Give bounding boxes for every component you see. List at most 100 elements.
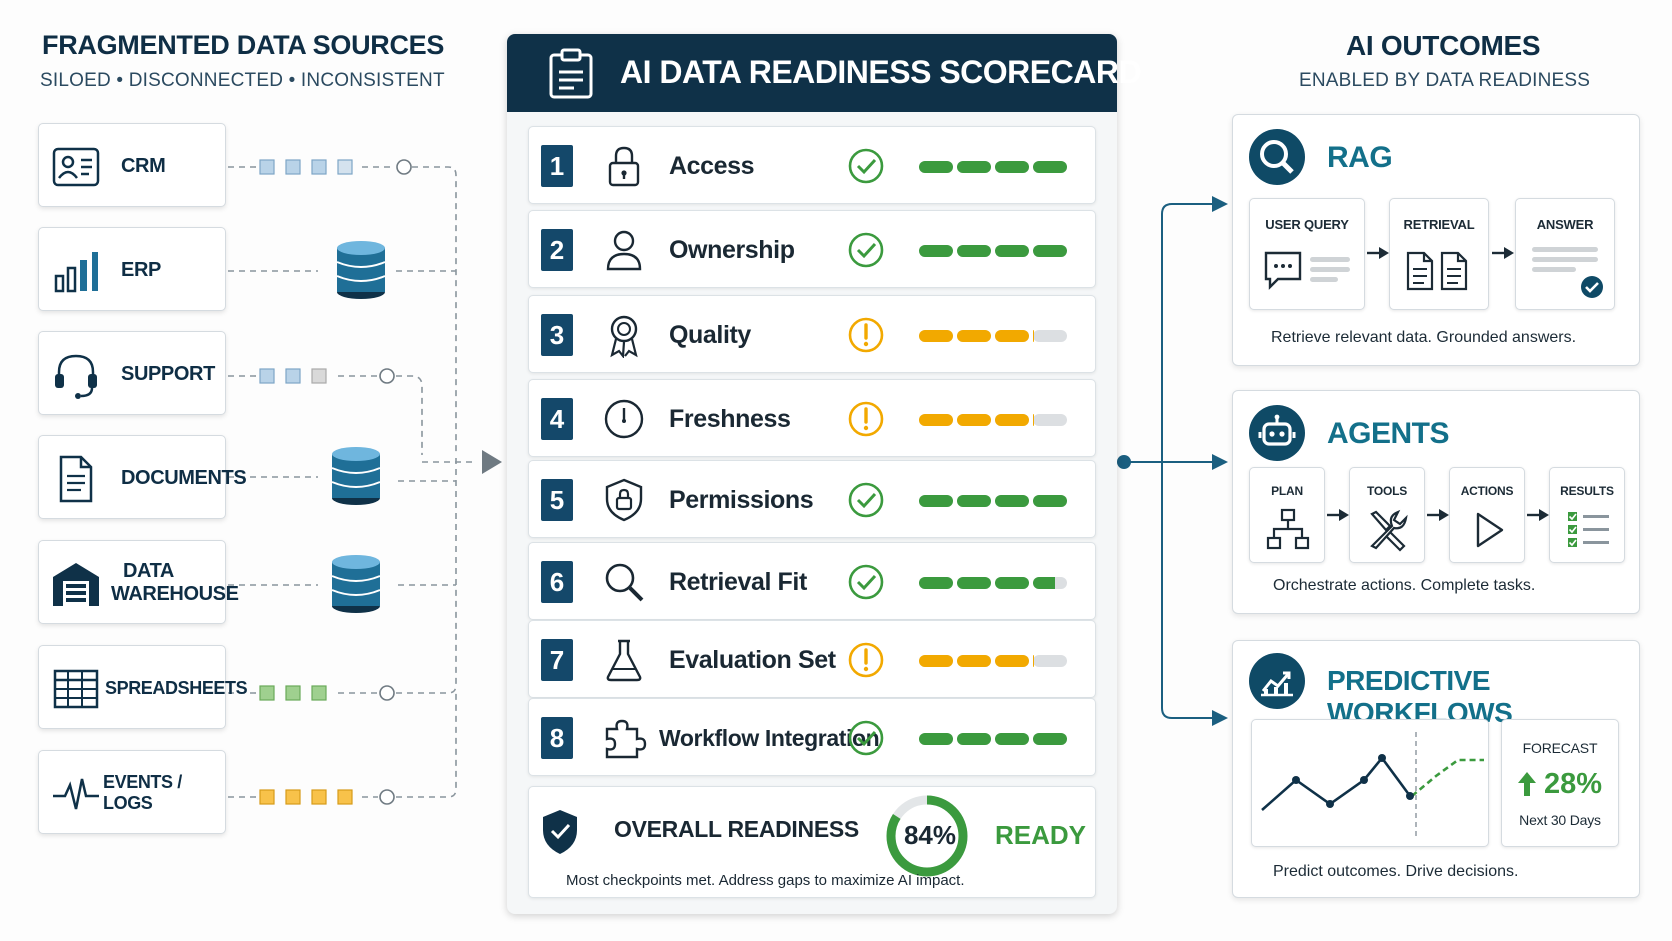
shield-check-icon: [543, 810, 577, 854]
score-bar-fill: [995, 577, 1029, 589]
outcome-desc: Retrieve relevant data. Grounded answers…: [1271, 329, 1577, 346]
bar-chart-icon: [54, 252, 98, 293]
row-label: Workflow Integration: [659, 724, 880, 751]
database-icon: [336, 241, 386, 299]
agent-step-results: RESULTS: [1549, 467, 1625, 563]
check-circle-icon: [848, 720, 884, 756]
agent-step-actions: ACTIONS: [1449, 467, 1525, 563]
warning-circle-icon: [848, 317, 884, 353]
row-label: Retrieval Fit: [669, 567, 807, 596]
score-bar-fill: [957, 245, 991, 257]
agent-step-plan: PLAN: [1249, 467, 1325, 563]
source-label: ERP: [121, 258, 161, 281]
trend-chart-icon: [1249, 653, 1305, 709]
arrow-right-icon: [1527, 509, 1549, 521]
predictive-trend-chart: [1251, 719, 1489, 847]
score-bar-track: [1033, 655, 1067, 667]
magnifier-icon: [605, 563, 644, 602]
user-icon: [606, 230, 642, 271]
clipboard-icon: [549, 48, 593, 99]
sources-subtitle: SILOED • DISCONNECTED • INCONSISTENT: [40, 70, 445, 91]
score-bar: [919, 414, 1067, 426]
score-row-quality: 3 Quality: [528, 295, 1096, 373]
score-row-access: 1 Access: [528, 126, 1096, 204]
warehouse-icon: [53, 563, 99, 606]
row-number: 1: [541, 145, 573, 187]
score-bar-fill: [995, 414, 1029, 426]
score-bar: [919, 330, 1067, 342]
row-label: Ownership: [669, 235, 795, 264]
score-bar-fill: [919, 414, 953, 426]
puzzle-icon: [605, 719, 647, 759]
check-circle-icon: [848, 482, 884, 518]
trend-line-chart: [1261, 732, 1484, 836]
outcomes-subtitle: ENABLED BY DATA READINESS: [1299, 70, 1591, 91]
outcome-desc: Predict outcomes. Drive decisions.: [1273, 863, 1519, 880]
pulse-icon: [53, 778, 99, 810]
source-label: SUPPORT: [121, 362, 215, 385]
outcomes-title: AI OUTCOMES: [1346, 30, 1541, 61]
row-number: 2: [541, 229, 573, 271]
row-label: Quality: [669, 320, 751, 349]
tools-icon: [1370, 509, 1408, 552]
play-icon: [1476, 512, 1504, 548]
score-bar-fill: [919, 245, 953, 257]
overall-readiness-label: OVERALL READINESS: [614, 816, 859, 842]
score-bar: [919, 577, 1067, 589]
hierarchy-icon: [1266, 508, 1310, 550]
readiness-gauge: [886, 795, 968, 877]
checklist-icon: [1568, 512, 1609, 547]
scorecard-title: AI DATA READINESS SCORECARD: [620, 54, 1142, 90]
source-label-line1: DATA: [123, 560, 174, 582]
database-icon: [331, 555, 381, 613]
step-label: RETRIEVAL: [1403, 217, 1475, 232]
arrow-up-icon: [1518, 772, 1536, 796]
row-number: 3: [541, 314, 573, 356]
score-bar: [919, 733, 1067, 745]
overall-readiness-card: [528, 786, 1096, 898]
source-label: DATA WAREHOUSE: [111, 541, 239, 625]
score-bar: [919, 495, 1067, 507]
chat-bubble-icon: [1264, 251, 1350, 290]
score-row-workflow-integration: 8 Workflow Integration: [528, 698, 1096, 776]
outcome-card-rag: RAG USER QUERY RETRIEVAL ANSWER Retrieve…: [1232, 114, 1640, 366]
warning-circle-icon: [848, 401, 884, 437]
score-bar-fill: [1033, 495, 1067, 507]
row-label: Permissions: [669, 485, 814, 514]
source-label: CRM: [121, 154, 166, 177]
source-card-erp: ERP: [38, 227, 226, 311]
score-bar-fill: [919, 330, 953, 342]
forecast-label: FORECAST: [1522, 740, 1598, 756]
score-bar-track: [1033, 330, 1067, 342]
sources-title: FRAGMENTED DATA SOURCES: [42, 30, 445, 60]
agent-step-tools: TOOLS: [1349, 467, 1425, 563]
warning-circle-icon: [848, 642, 884, 678]
score-bar-fill: [995, 161, 1029, 173]
overall-readiness-note: Most checkpoints met. Address gaps to ma…: [566, 872, 965, 889]
forecast-value: 28%: [1544, 768, 1603, 800]
row-number: 7: [541, 639, 573, 681]
check-circle-icon: [848, 148, 884, 184]
source-label: DOCUMENTS: [121, 466, 247, 489]
source-card-data-warehouse: DATA WAREHOUSE: [38, 540, 239, 624]
score-row-retrieval-fit: 6 Retrieval Fit: [528, 542, 1096, 620]
robot-icon: [1249, 405, 1305, 461]
step-label: USER QUERY: [1265, 217, 1349, 232]
step-label: PLAN: [1271, 484, 1303, 498]
scorecard-header: [507, 34, 1117, 112]
source-label: EVENTS / LOGS: [103, 772, 182, 813]
forecast-period: Next 30 Days: [1519, 812, 1601, 828]
score-bar-fill: [919, 495, 953, 507]
score-bar-fill: [1033, 245, 1067, 257]
headset-icon: [55, 354, 97, 399]
arrow-right-icon: [1367, 247, 1389, 259]
score-bar-fill: [957, 161, 991, 173]
rag-step-answer: ANSWER: [1515, 198, 1615, 310]
source-card-crm: CRM: [38, 123, 226, 207]
document-icon: [59, 455, 93, 503]
step-label: ACTIONS: [1460, 484, 1514, 498]
score-bar-fill: [1033, 655, 1035, 667]
score-bar-fill: [957, 495, 991, 507]
rag-step-user-query: USER QUERY: [1249, 198, 1365, 310]
search-icon: [1249, 129, 1305, 185]
